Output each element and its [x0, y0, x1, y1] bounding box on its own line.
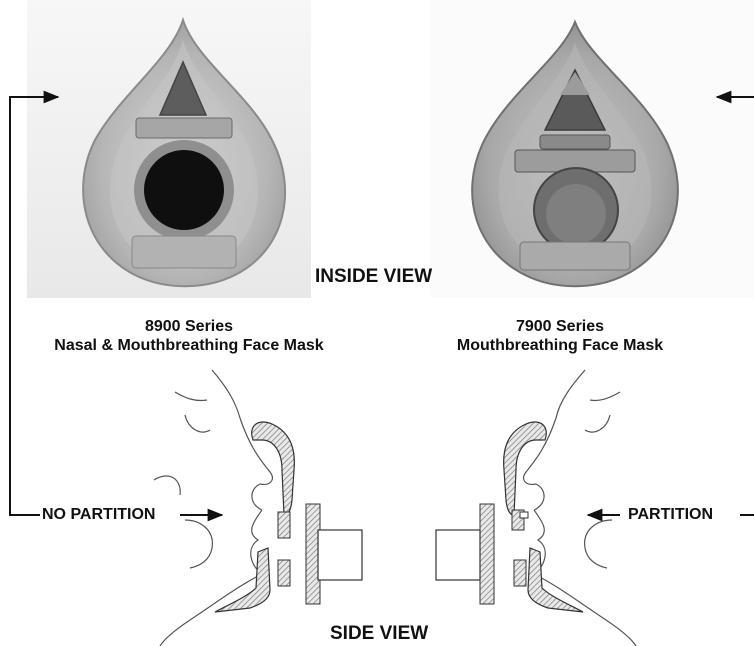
left-bracket-arrow [10, 97, 58, 515]
left-mask-section [215, 422, 362, 612]
inside-view-label: INSIDE VIEW [315, 266, 432, 288]
left-series-title: 8900 Series [34, 317, 344, 336]
no-partition-label: NO PARTITION [42, 506, 155, 524]
right-mask-photo [472, 22, 678, 286]
partition-label: PARTITION [628, 506, 713, 524]
right-series-description: Mouthbreathing Face Mask [430, 336, 690, 355]
left-mask-photo [83, 20, 285, 286]
side-view-label: SIDE VIEW [330, 623, 428, 645]
left-series-description: Nasal & Mouthbreathing Face Mask [34, 336, 344, 355]
right-mask-section [436, 422, 583, 612]
right-series-title: 7900 Series [430, 317, 690, 336]
right-bracket-arrow [717, 97, 754, 515]
